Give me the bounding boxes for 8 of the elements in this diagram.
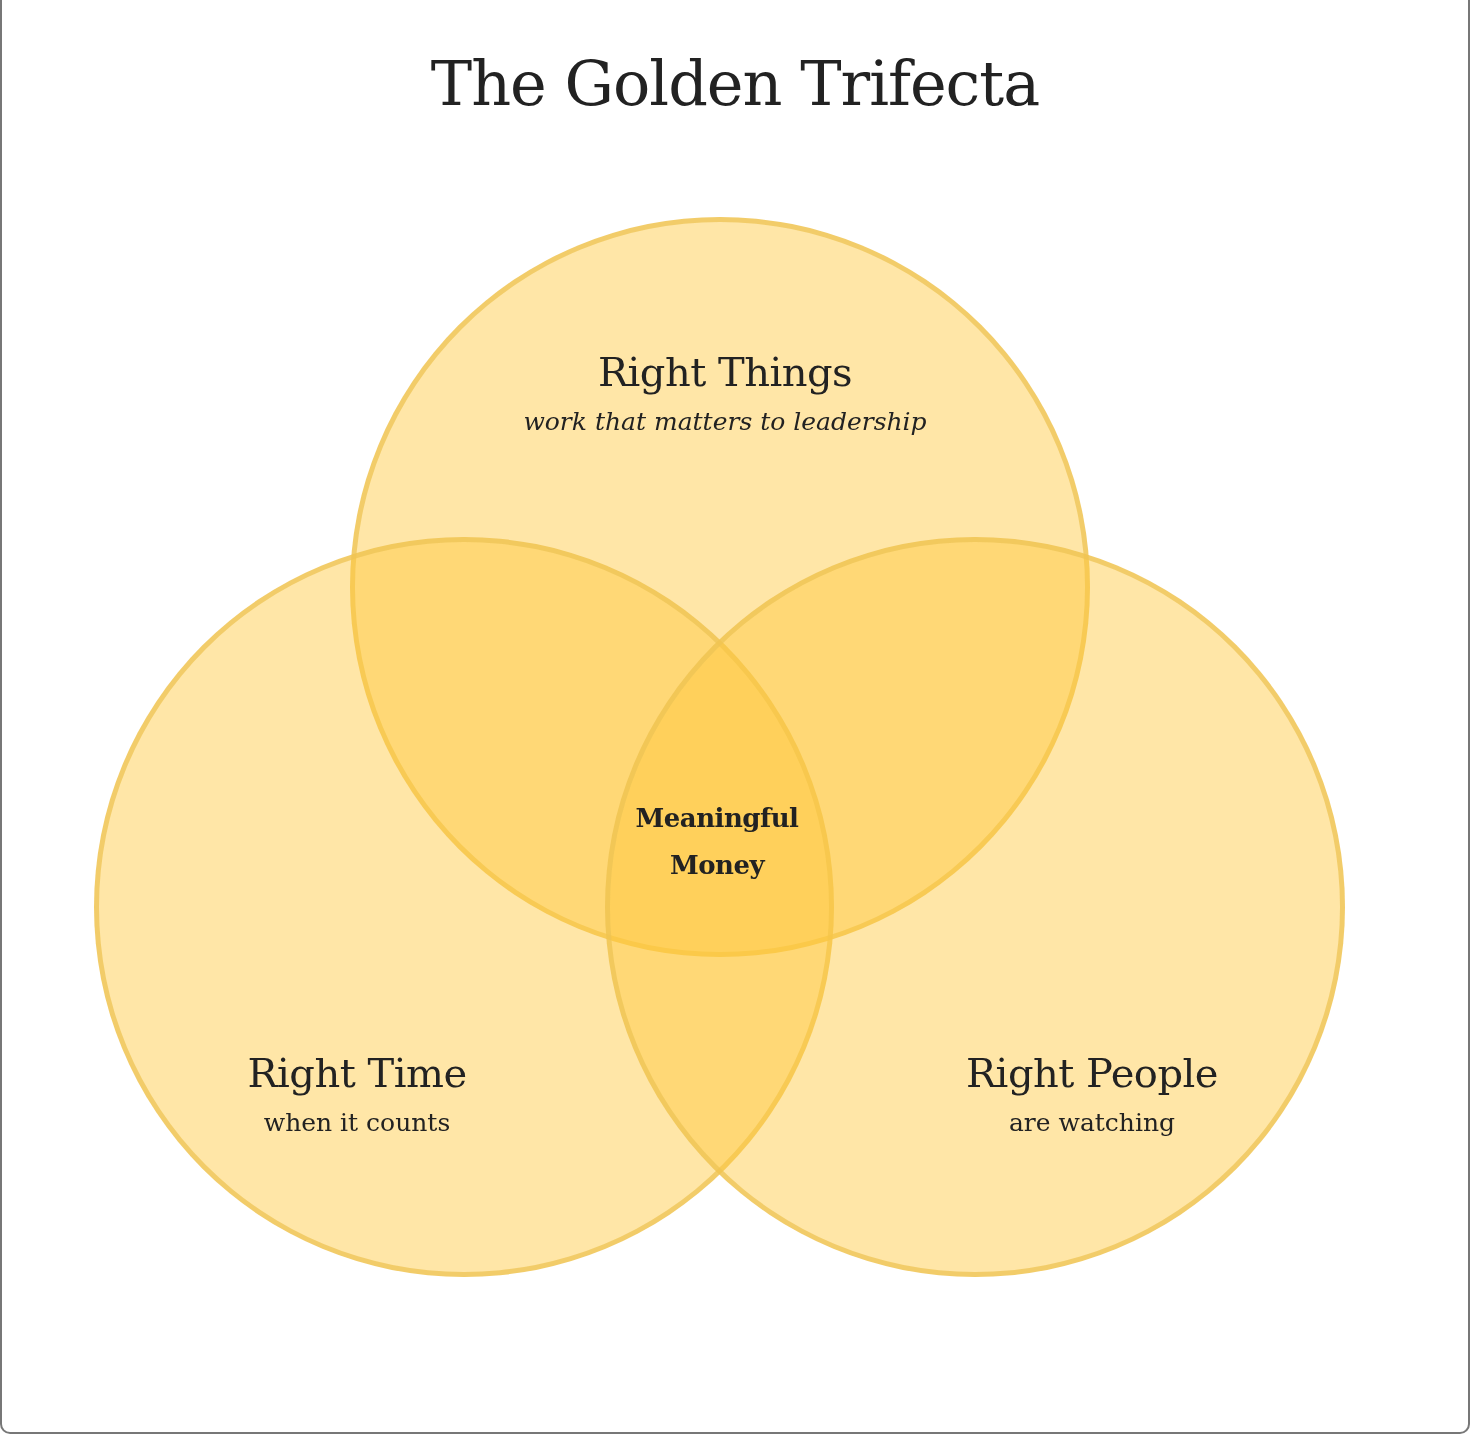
- intersection-label: Meaningful Money: [635, 802, 799, 882]
- circle-subtitle: when it counts: [263, 1107, 451, 1139]
- diagram-title: The Golden Trifecta: [430, 46, 1040, 122]
- circle-title: Right Things: [597, 348, 853, 397]
- circle-subtitle: are watching: [1008, 1107, 1176, 1139]
- circle-subtitle: work that matters to leadership: [523, 406, 927, 438]
- circle-title: Right People: [966, 1049, 1218, 1098]
- circle-title: Right Time: [247, 1049, 467, 1098]
